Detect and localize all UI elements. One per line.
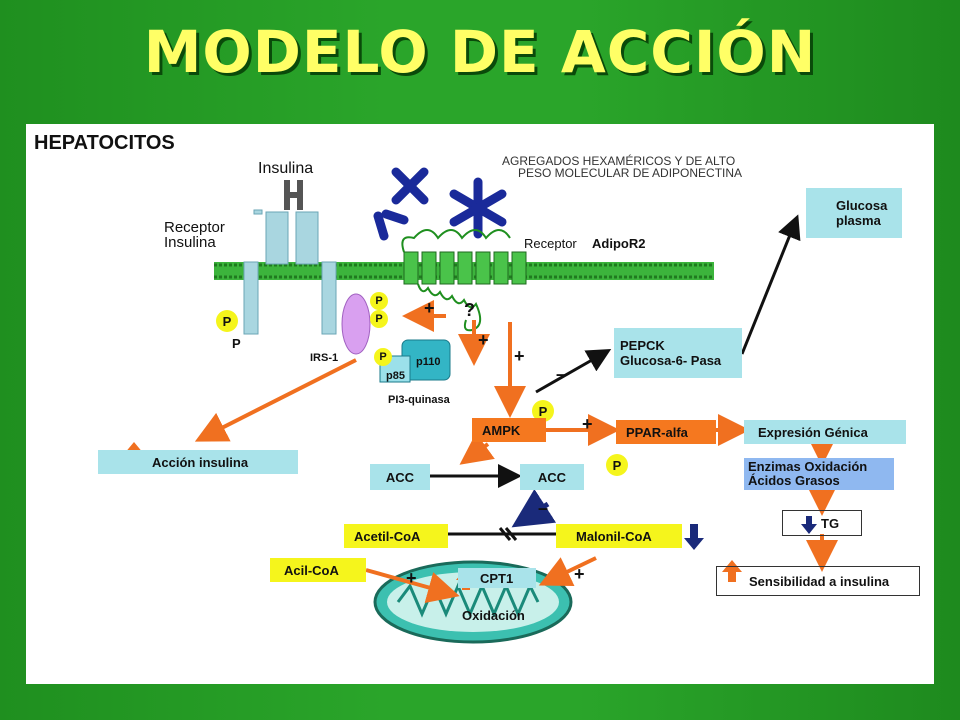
- pepck-box: PEPCK Glucosa-6- Pasa: [614, 328, 742, 378]
- phospho-circle: P: [532, 400, 554, 422]
- pi3k-shape: [379, 339, 451, 383]
- plus-sign: +: [478, 330, 489, 350]
- irs1-label: IRS-1: [310, 352, 339, 364]
- p85-label: p85: [386, 370, 405, 382]
- glucosa-plasma-box: Glucosa plasma: [806, 188, 902, 238]
- adipo-receptor-name: AdipoR2: [592, 236, 646, 251]
- minus-sign: –: [556, 364, 567, 384]
- adiponectin-label-line2: PESO MOLECULAR DE ADIPONECTINA: [518, 166, 743, 180]
- insulin-receptor-shape: [243, 209, 337, 335]
- expresion-genica-box: Expresión Génica: [744, 420, 906, 444]
- enzimas-line1: Enzimas Oxidación: [748, 459, 868, 474]
- irs1-shape: [341, 293, 371, 355]
- acetil-coa-box: Acetil-CoA: [344, 524, 448, 548]
- acc-p-box: ACC: [520, 464, 584, 490]
- tg-box: TG: [782, 510, 862, 536]
- insulin-shape: [284, 180, 303, 210]
- oxidacion-label: Oxidación: [462, 608, 525, 623]
- enzimas-box: Enzimas Oxidación Ácidos Grasos: [744, 458, 894, 490]
- accion-insulina-box: Acción insulina: [98, 450, 298, 474]
- phospho-circle: P: [370, 292, 388, 310]
- insulin-receptor-label: Receptor Insulina: [164, 219, 225, 251]
- malonil-coa-box: Malonil-CoA: [556, 524, 682, 548]
- minus-sign: –: [538, 498, 549, 518]
- plus-sign: +: [406, 568, 417, 588]
- adiponectin-label-line1: AGREGADOS HEXAMÉRICOS Y DE ALTO: [502, 154, 736, 168]
- diagram-panel: HEPATOCITOS Insulina Receptor Insulina A…: [26, 124, 934, 684]
- slide-title: MODELO DE ACCIÓN: [143, 18, 817, 86]
- ampk-box: AMPK: [472, 418, 546, 442]
- insulin-label: Insulina: [258, 160, 314, 177]
- cpt1-box: CPT1: [458, 568, 536, 588]
- p110-label: p110: [416, 356, 441, 368]
- plus-sign: +: [514, 346, 525, 366]
- adiponectin-aggregates: [373, 167, 507, 241]
- ppar-alfa-box: PPAR-alfa: [616, 420, 716, 444]
- sensibilidad-box: Sensibilidad a insulina: [716, 566, 920, 596]
- phospho-circle: P: [370, 310, 388, 328]
- enzimas-line2: Ácidos Grasos: [748, 473, 840, 488]
- acc-box: ACC: [370, 464, 430, 490]
- acil-coa-box: Acil-CoA: [270, 558, 366, 582]
- adipo-receptor-prefix: Receptor: [524, 236, 577, 251]
- phospho-circle: P: [216, 310, 238, 332]
- section-title: HEPATOCITOS: [34, 132, 175, 154]
- plus-sign: +: [574, 564, 585, 584]
- pi3k-label: PI3-quinasa: [388, 394, 450, 406]
- phospho-circle: P: [374, 348, 392, 366]
- glucosa6pasa-label: Glucosa-6- Pasa: [620, 353, 722, 368]
- phospho-label: P: [232, 336, 241, 351]
- question-mark: ?: [464, 300, 475, 320]
- plus-sign: +: [582, 414, 593, 434]
- glucosa-label: Glucosa: [836, 198, 888, 213]
- phospho-circle: P: [606, 454, 628, 476]
- plus-sign: +: [424, 298, 435, 318]
- adipor2-shape: [403, 251, 527, 285]
- pepck-label: PEPCK: [620, 338, 665, 353]
- diagram-drawing: [124, 167, 838, 644]
- plasma-label: plasma: [836, 213, 881, 228]
